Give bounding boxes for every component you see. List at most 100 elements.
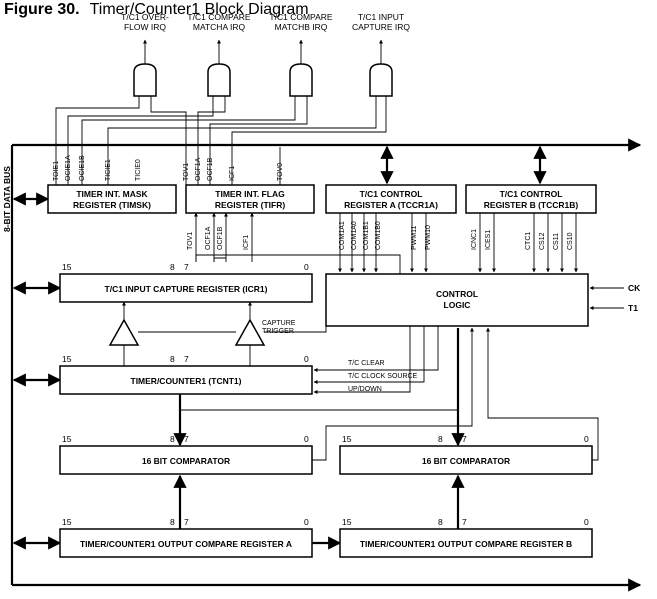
comparator-b-bit-0: 0 (584, 434, 589, 444)
tifr-in-ocf1a: OCF1A (205, 226, 212, 250)
tifr-bit-tov1: TOV1 (183, 163, 190, 181)
ocr1b-bit-0: 0 (584, 517, 589, 527)
tccr1b-line-1: T/C1 CONTROL (500, 189, 563, 199)
tccr1b-line-2: REGISTER B (TCCR1B) (484, 200, 579, 210)
tccr1a-bit-pwm10: PWM10 (425, 225, 432, 250)
timsk-bit-toie1: TOIE1 (53, 161, 60, 181)
comparator-b-bit-15: 15 (342, 434, 352, 444)
timsk-line-2: REGISTER (TIMSK) (73, 200, 151, 210)
tccr1a-line-1: T/C1 CONTROL (360, 189, 423, 199)
comparator-a-bit-15: 15 (62, 434, 72, 444)
tifr-bit-ocf1a: OCF1A (195, 157, 202, 181)
ck-input-label: CK (628, 283, 641, 293)
tifr-register (185, 184, 315, 214)
tccr1a-bit-com1b1: COM1B1 (363, 221, 370, 250)
icr1-register (59, 273, 313, 303)
figure-title: Figure 30. Timer/Counter1 Block Diagram (4, 1, 309, 19)
tccr1b-bit-cs11: CS11 (553, 233, 560, 250)
comparator-a-label: 16 BIT COMPARATOR (142, 456, 230, 466)
and-gate-overflow (133, 39, 157, 97)
tccr1a-bit-pwm11: PWM11 (411, 226, 418, 250)
tcnt1-register (59, 365, 313, 395)
signal-tc-clock-source: T/C CLOCK SOURCE (348, 373, 418, 380)
tccr1b-register (465, 184, 597, 214)
and-gate-matcha (207, 39, 231, 97)
ocr1a-bit-8: 8 (170, 517, 175, 527)
comparator-a (59, 445, 313, 475)
capture-trigger-2: TRIGGER (262, 328, 294, 335)
tccr1b-bit-icnc1: ICNC1 (471, 229, 478, 250)
ocr1a-register (59, 528, 313, 558)
control-signal-lines (313, 326, 439, 395)
and-gate-capture (369, 39, 393, 97)
tccr1b-bit-ctc1: CTC1 (525, 232, 532, 250)
tifr-flag-inputs (193, 212, 401, 275)
tcnt1-bit-0: 0 (304, 354, 309, 364)
icr1-bit-15: 15 (62, 262, 72, 272)
timsk-bit-ticie1: TICIE1 (105, 159, 112, 181)
tccr1a-bit-com1b0: COM1B0 (375, 221, 382, 250)
tccr1a-bit-com1a1: COM1A1 (339, 221, 346, 250)
ocr1b-bit-8: 8 (438, 517, 443, 527)
comparator-b-label: 16 BIT COMPARATOR (422, 456, 510, 466)
tcnt1-bit-8: 8 (170, 354, 175, 364)
icr1-label: T/C1 INPUT CAPTURE REGISTER (ICR1) (105, 284, 268, 294)
tccr1b-bit-ices1: ICES1 (485, 230, 492, 250)
ocr1b-label: TIMER/COUNTER1 OUTPUT COMPARE REGISTER B (360, 539, 572, 549)
comparator-b-bit-7: 7 (462, 434, 467, 444)
tcnt1-bit-7: 7 (184, 354, 189, 364)
figure-caption: Timer/Counter1 Block Diagram (89, 1, 309, 18)
capture-buffer-low (234, 318, 266, 346)
tifr-line-2: REGISTER (TIFR) (215, 200, 286, 210)
timsk-line-1: TIMER INT. MASK (76, 189, 148, 199)
comparator-a-bit-0: 0 (304, 434, 309, 444)
figure-number: Figure 30. (4, 1, 80, 18)
gate-input-wires (55, 96, 387, 185)
comparator-a-bit-8: 8 (170, 434, 175, 444)
comparator-outputs (312, 327, 599, 461)
ocr1b-bit-15: 15 (342, 517, 352, 527)
comparator-b (339, 445, 593, 475)
control-logic-line-1: CONTROL (436, 289, 478, 299)
tccr1a-control-lines (337, 213, 429, 273)
signal-up-down: UP/DOWN (348, 386, 382, 393)
tccr1a-line-2: REGISTER A (TCCR1A) (344, 200, 438, 210)
control-logic-block (325, 273, 589, 327)
ocr1a-bit-0: 0 (304, 517, 309, 527)
irq-matchb-label-2: MATCHB IRQ (275, 22, 328, 32)
tccr1b-bit-cs12: CS12 (539, 232, 546, 250)
timsk-register (47, 184, 177, 214)
timsk-bit-ticie0: TICIE0 (135, 159, 142, 181)
irq-matcha-label-1: T/C1 COMPARE (187, 12, 250, 22)
irq-overflow-label-2: FLOW IRQ (124, 22, 166, 32)
timsk-bit-ocie1a: OCIE1A (65, 155, 72, 181)
tifr-in-icf1: ICF1 (243, 235, 250, 250)
irq-matcha-label-2: MATCHA IRQ (193, 22, 246, 32)
irq-overflow-label-1: T/C1 OVER- (121, 12, 169, 22)
tcnt1-to-comparator-b (180, 409, 459, 445)
irq-matchb-label-1: T/C1 COMPARE (269, 12, 332, 22)
capture-trigger-1: CAPTURE (262, 320, 296, 327)
signal-tc-clear: T/C CLEAR (348, 360, 385, 367)
tifr-in-tov1: TOV1 (187, 232, 194, 250)
timsk-bit-ocie1b: OCIE1B (79, 155, 86, 181)
ocr1b-bit-7: 7 (462, 517, 467, 527)
irq-capture-label-2: CAPTURE IRQ (352, 22, 410, 32)
tccr1b-control-lines (477, 213, 579, 273)
tifr-bit-tov0: TOV0 (277, 163, 284, 181)
comparator-a-bit-7: 7 (184, 434, 189, 444)
t1-input-label: T1 (628, 303, 638, 313)
icr1-bit-0: 0 (304, 262, 309, 272)
ocr1b-register (339, 528, 593, 558)
and-gate-matchb (289, 39, 313, 97)
data-bus-label: 8-BIT DATA BUS (2, 166, 12, 232)
control-logic-line-2: LOGIC (444, 300, 471, 310)
icr1-bit-8: 8 (170, 262, 175, 272)
ocr1a-bit-15: 15 (62, 517, 72, 527)
capture-buffer-high (108, 318, 140, 346)
tifr-bit-ocf1b: OCF1B (207, 157, 214, 181)
capture-wiring (121, 301, 327, 366)
comparator-b-bit-8: 8 (438, 434, 443, 444)
ocr1a-bit-7: 7 (184, 517, 189, 527)
